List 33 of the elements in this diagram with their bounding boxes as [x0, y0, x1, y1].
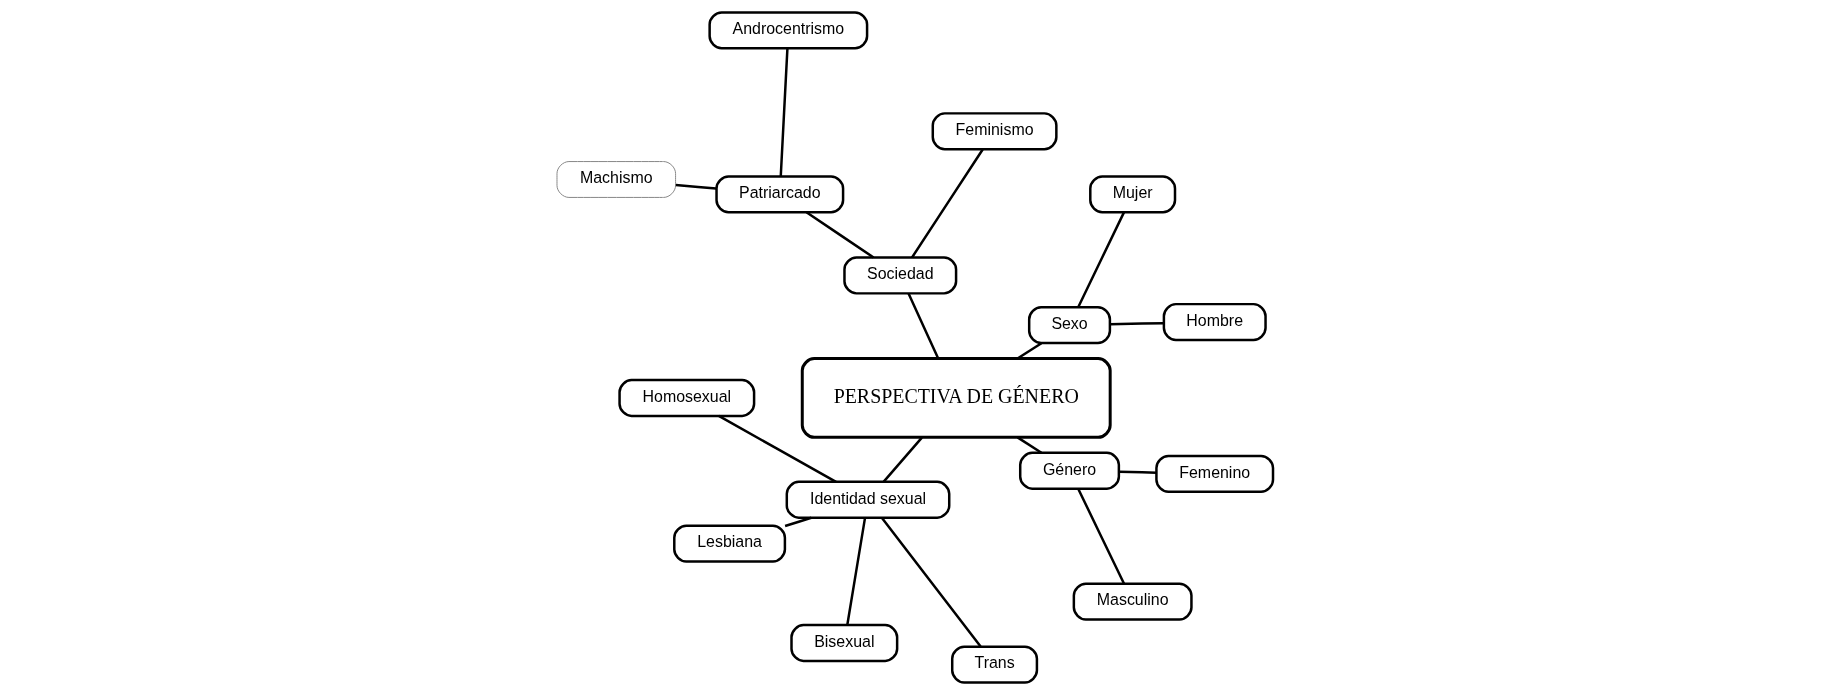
connector [1076, 488, 1125, 585]
node-box: Trans [950, 645, 1038, 684]
node-box: Masculino [1072, 582, 1193, 621]
node-box: Sociedad [842, 256, 957, 295]
node-box: Sexo [1027, 305, 1111, 345]
node-box: Feminismo [931, 112, 1058, 151]
node-box: Patriarcado [714, 175, 844, 214]
connector [1016, 342, 1042, 360]
connector [1016, 436, 1042, 454]
connector [882, 436, 923, 483]
connector [910, 148, 984, 259]
node-box: Género [1018, 451, 1120, 490]
connector [880, 516, 982, 648]
node-box: Bisexual [789, 623, 898, 663]
connector [779, 48, 789, 177]
connector [1109, 321, 1164, 326]
node-box: Lesbiana [672, 524, 786, 563]
node-box: Mujer [1088, 175, 1176, 214]
connector [717, 414, 837, 483]
connector [1118, 470, 1156, 474]
connector [906, 293, 939, 360]
connector [784, 516, 812, 528]
node-box: Hombre [1162, 302, 1267, 342]
node-box: Machismo [556, 161, 676, 198]
node-box: Femenino [1154, 454, 1274, 494]
connector [845, 517, 866, 626]
node-box: PERSPECTIVA DE GÉNERO [800, 357, 1112, 439]
connector [1076, 211, 1125, 308]
connector [805, 211, 874, 259]
node-box: Identidad sexual [785, 480, 950, 519]
node-box: Homosexual [617, 378, 755, 418]
connector [675, 183, 716, 190]
node-box: Androcentrismo [707, 11, 868, 50]
